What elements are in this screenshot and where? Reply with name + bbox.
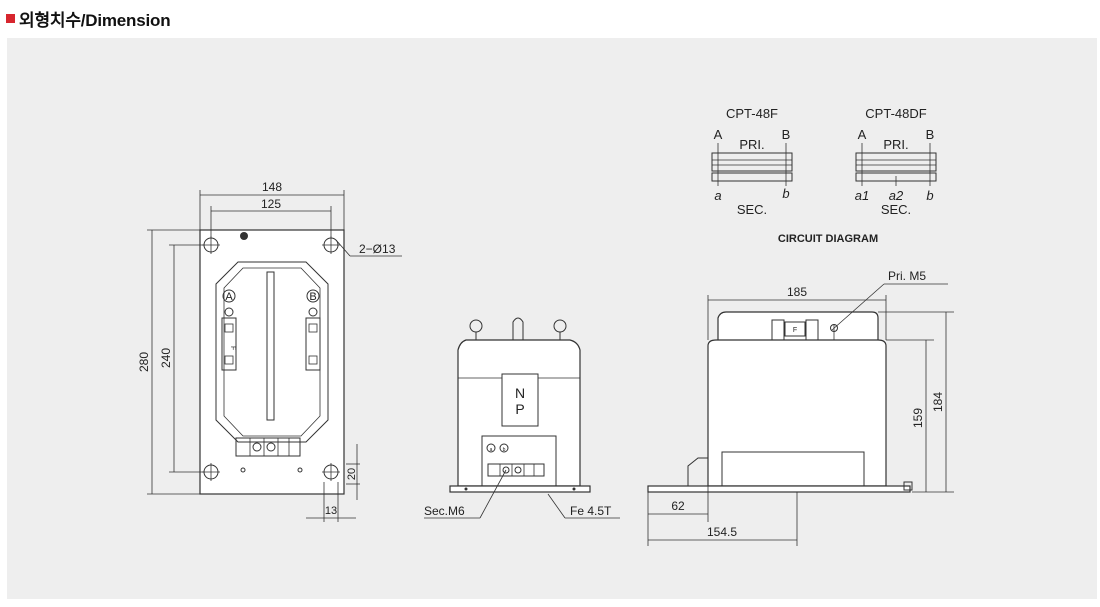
right-body [707,339,887,487]
dim-154-5: 154.5 [707,525,737,539]
dimension-drawing: A B F 148 [137,106,954,546]
circuit-diagram: CPT-48F A B PRI. a b SEC. CPT-48DF A B P… [711,106,937,245]
front-cover-inner [223,267,321,437]
circuit-right-b: B [926,127,935,142]
circuit-left-pri: PRI. [739,137,764,152]
front-cover [215,261,329,443]
dim-13: 13 [325,505,337,517]
circuit-right-sec: SEC. [881,202,911,217]
side-base-flange [449,485,591,493]
circuit-left-sa: a [714,188,721,203]
front-terminal-block [235,437,301,457]
circuit-right-coil [855,152,937,172]
right-view: F Pri. M5 185 159 184 62 [647,269,954,546]
header-square-icon [6,13,15,23]
circuit-left-sec: SEC. [737,202,767,217]
fuse-holder-left [221,307,237,371]
ground-bolt-icon [903,481,913,491]
mounting-hole-icon [202,236,340,481]
dim-148: 148 [262,180,282,194]
fe-label: Fe 4.5T [570,504,612,518]
terminal-b-marker [306,289,320,303]
pri-label: Pri. M5 [888,269,926,283]
dim-280: 280 [137,352,151,372]
dim-240: 240 [159,348,173,368]
terminal-a-marker [222,289,236,303]
circuit-right-sa2: a2 [889,188,904,203]
bolt-icon [240,232,248,240]
front-slot [266,271,275,421]
fuse-holder-right [305,307,321,371]
sec-label: Sec.M6 [424,504,465,518]
dim-125: 125 [261,197,281,211]
dim-159: 159 [911,408,925,428]
drawing-panel: A B F 148 [7,38,1097,599]
primary-terminal-icon [830,324,838,340]
dim-185: 185 [787,285,807,299]
terminal-b-label: B [309,291,316,303]
sec-terminal-b: b [503,447,506,453]
section-header: 외형치수/Dimension [6,4,171,32]
circuit-right-pri: PRI. [883,137,908,152]
circuit-right-sb: b [926,188,933,203]
hole-label: 2−Ø13 [359,242,396,256]
right-top-cap [717,311,879,340]
circuit-left-a: A [714,127,723,142]
terminal-a-label: A [225,291,233,303]
dim-62: 62 [671,499,685,513]
circuit-right-a: A [858,127,867,142]
top-fin [512,317,524,340]
circuit-left-coil [711,152,793,172]
fuse-label-left: F [229,346,236,350]
dim-20: 20 [346,468,358,480]
plate-text-n: N [515,385,525,401]
circuit-left-sb: b [782,186,789,201]
section-title: 외형치수/Dimension [19,10,171,30]
side-bracket [687,457,708,486]
sec-terminal-a: a [490,447,493,453]
front-view: A B F 148 [137,180,402,522]
side-view: N P a b Sec.M6 Fe 4.5T [424,317,620,519]
circuit-left-model: CPT-48F [726,106,778,121]
dim-184: 184 [931,392,945,412]
circuit-left-b: B [782,127,791,142]
right-fuse-label: F [793,327,797,334]
right-base-plate [647,485,911,493]
circuit-right-model: CPT-48DF [865,106,926,121]
circuit-right-sa1: a1 [855,188,869,203]
plate-text-p: P [515,401,524,417]
circuit-diagram-title: CIRCUIT DIAGRAM [778,233,878,245]
top-lug-icon [469,319,567,342]
name-plate [501,373,539,427]
